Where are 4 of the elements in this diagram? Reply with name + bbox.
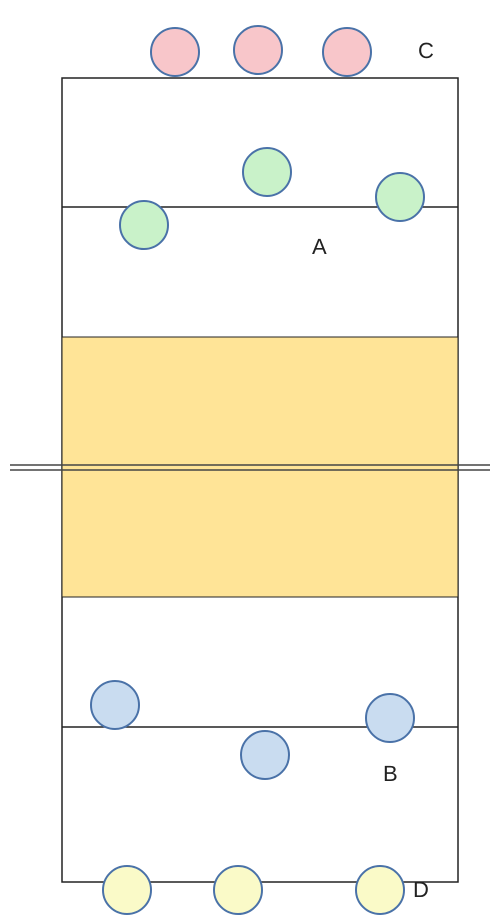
zone-letter: D (413, 879, 429, 901)
zone-letter: A (312, 236, 327, 258)
zone-letter: B (383, 763, 398, 785)
zone-letter: C (418, 40, 434, 62)
